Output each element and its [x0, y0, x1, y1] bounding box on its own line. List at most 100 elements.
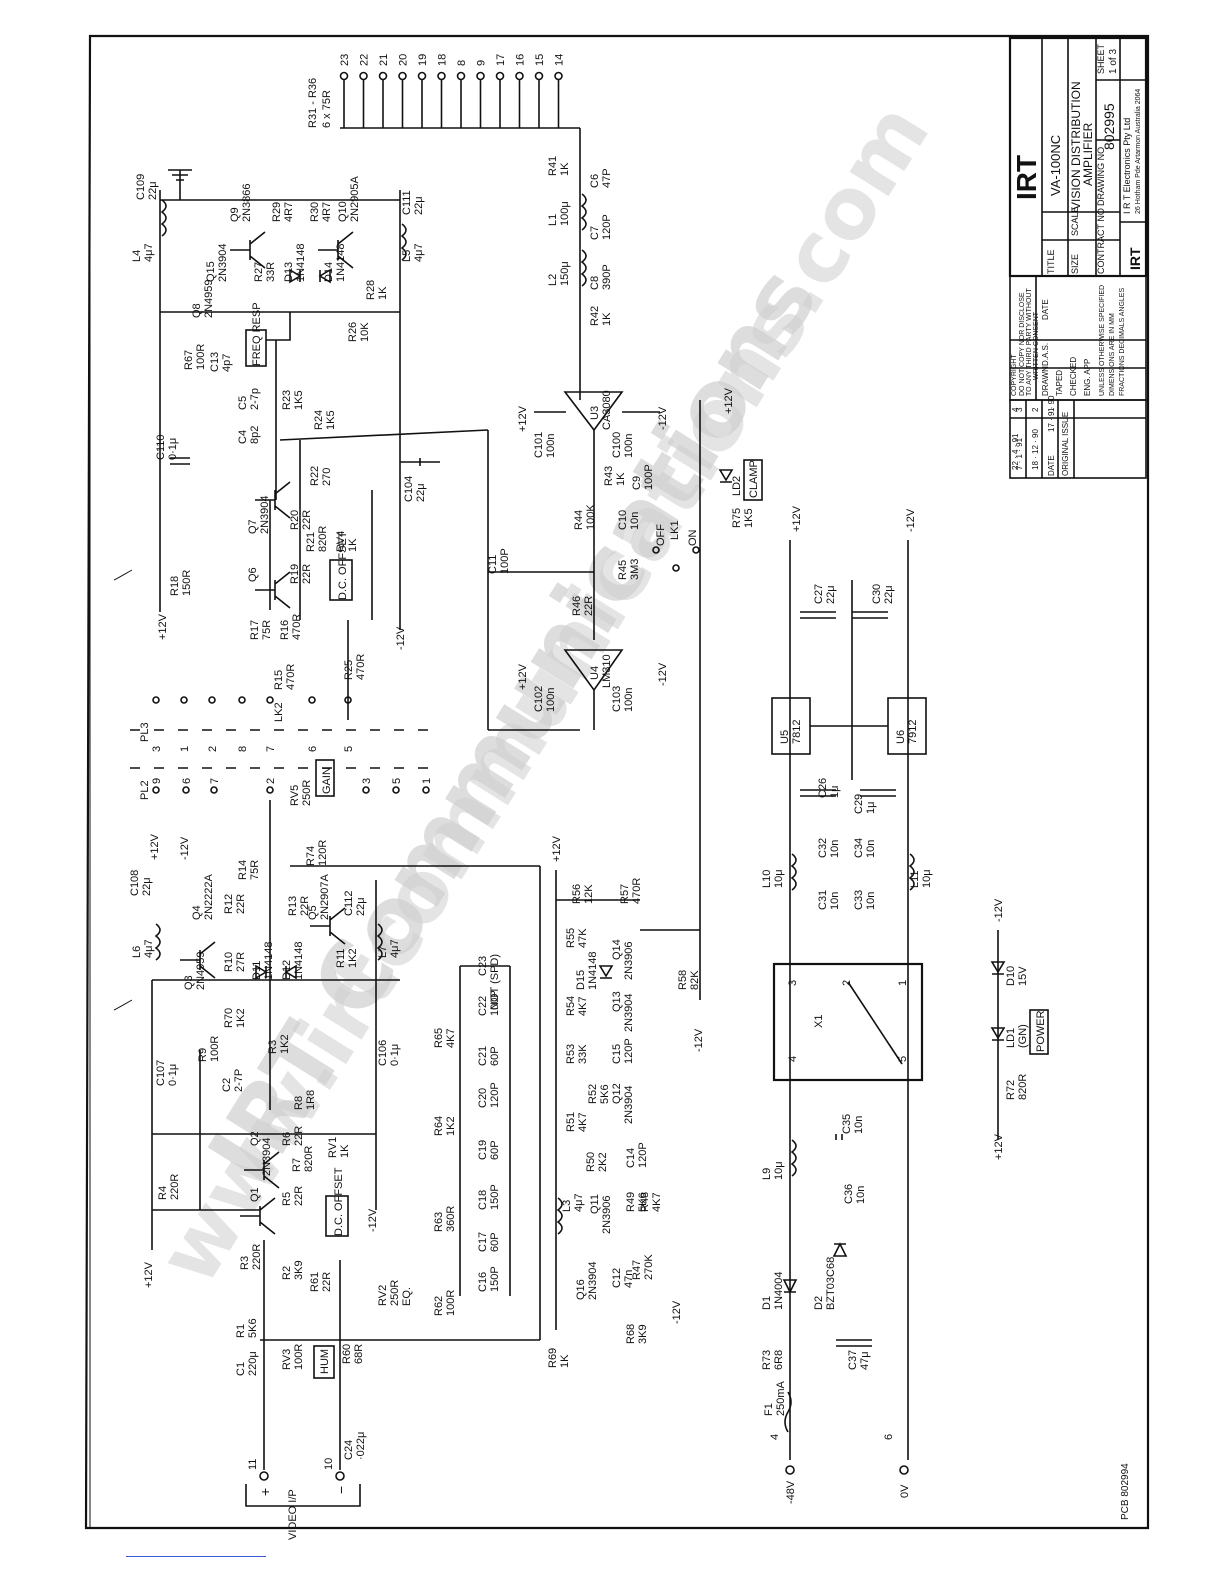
x1-pin3: 3 — [787, 980, 799, 986]
r72-value: 820R — [1017, 1074, 1029, 1100]
pl2-pin-3: 3 — [361, 778, 373, 784]
r13-value: 22R — [299, 896, 311, 916]
c32-label: C32 — [817, 838, 829, 858]
m12-rail-bottom-mid: -12V — [367, 1208, 379, 1232]
hyperlink-underline[interactable] — [126, 1556, 266, 1557]
c107-value: 0·1μ — [167, 1064, 179, 1086]
output-pin-label: 21 — [378, 54, 390, 66]
r48-value: 4K7 — [651, 1192, 663, 1212]
d12-type: 1N4148 — [293, 941, 305, 980]
c2-value: 2-7P — [233, 1069, 245, 1092]
r6-label: R6 — [281, 1132, 293, 1146]
rv5-label: RV5 — [289, 785, 301, 806]
r63-value: 360R — [445, 1206, 457, 1232]
output-pin-label: 17 — [495, 54, 507, 66]
rv3-value: 100R — [293, 1344, 305, 1370]
d10-label: D10 — [1005, 966, 1017, 986]
r49-value: 5K6 — [637, 1192, 649, 1212]
output-pin-label: 22 — [359, 54, 371, 66]
r58-label: R58 — [677, 970, 689, 990]
q2-label: Q2 — [249, 1131, 261, 1146]
pl3-pin-2: 2 — [207, 746, 219, 752]
q13-label: Q13 — [611, 991, 623, 1012]
u6-label: U6 — [895, 730, 907, 744]
psu-pin-6: 6 — [883, 1434, 895, 1440]
output-terminal — [378, 71, 388, 81]
pl2-pin-terminal — [152, 786, 160, 794]
q9-type: 2N3866 — [241, 183, 253, 222]
r43-value: 1K — [615, 472, 627, 486]
c16-value: 150P — [489, 1266, 501, 1292]
d11-label: D11 — [251, 961, 263, 980]
c36-value: 10n — [855, 1186, 867, 1204]
title-block: IRT TITLE VA-100NC VISION DISTRIBUTION A… — [1008, 36, 1148, 479]
q16-type: 2N3904 — [587, 1261, 599, 1300]
f1-label: F1 — [763, 1403, 775, 1416]
r26-value: 10K — [359, 322, 371, 342]
rv4-label: RV4 — [335, 531, 347, 552]
lk1-off-label: OFF — [655, 524, 667, 546]
m12-rail-u3: -12V — [657, 406, 669, 430]
c15-value: 120P — [623, 1038, 635, 1064]
c108-label: C108 — [129, 870, 141, 896]
output-connector-23: 23 — [339, 54, 351, 128]
r17-value: 75R — [261, 620, 273, 640]
u6-type: 7912 — [907, 720, 919, 744]
x1-pin1: 1 — [897, 980, 909, 986]
r16-label: R16 — [279, 620, 291, 640]
r23-value: 1K5 — [293, 390, 305, 410]
pl2-pin-6: 6 — [181, 778, 193, 784]
power-supply: +12V -12V C27 22μ C30 22μ U5 7812 U6 791… — [761, 505, 1049, 1504]
taped-label: TAPED — [1055, 370, 1064, 396]
output-resistors-value: 6 x 75R — [321, 90, 333, 128]
footer-logo: IRT — [1127, 247, 1143, 270]
r50-label: R50 — [585, 1152, 597, 1172]
output-terminal — [359, 71, 368, 81]
r53-label: R53 — [565, 1044, 577, 1064]
r69-value: 1K — [559, 1354, 571, 1368]
drawing-no-label: DRAWING NO — [1096, 147, 1106, 206]
pl2-pin-terminal — [210, 786, 218, 794]
r17-label: R17 — [249, 620, 261, 640]
lk2-label: LK2 — [273, 702, 285, 722]
drawn-label: DRAWN — [1041, 366, 1050, 396]
q15-label: Q15 — [205, 261, 217, 282]
c18-value: 150P — [489, 1184, 501, 1210]
r75-value: 1K5 — [743, 508, 755, 528]
r73-label: R73 — [761, 1350, 773, 1370]
r22-label: R22 — [309, 466, 321, 486]
description-line1: VISION DISTRIBUTION — [1069, 81, 1083, 210]
d12-label: D12 — [281, 960, 293, 980]
r55-label: R55 — [565, 928, 577, 948]
c101-label: C101 — [533, 432, 545, 458]
r53-value: 33K — [577, 1044, 589, 1064]
c31-value: 10n — [829, 892, 841, 910]
pl3-pin-terminal — [152, 696, 160, 704]
r24-label: R24 — [313, 410, 325, 430]
ld1-label: LD1 — [1005, 1028, 1017, 1048]
c35-label: C35 — [841, 1114, 853, 1134]
r28-label: R28 — [365, 280, 377, 300]
output-terminal — [534, 71, 544, 81]
lk1-label: LK1 — [669, 520, 681, 540]
c109-value: 22μ — [147, 181, 159, 200]
c7-value: 120P — [601, 214, 613, 240]
rv3-label: RV3 — [281, 1349, 293, 1370]
output-pin-label: 23 — [339, 54, 351, 66]
rev3-text: 7 · 1 · 91 — [1015, 437, 1024, 470]
title-label: TITLE — [1046, 249, 1056, 274]
m12-rail-sync: -12V — [693, 1028, 705, 1052]
c10-label: C10 — [617, 510, 629, 530]
r61-label: R61 — [309, 1272, 321, 1292]
pl3-pin-terminal — [266, 696, 274, 704]
r64-label: R64 — [433, 1116, 445, 1136]
sheet-label: SHEET — [1096, 43, 1106, 74]
c26-label: C26 — [817, 778, 829, 798]
c13-value: 4p7 — [221, 354, 233, 372]
sync-section: +12V R56 12K R57 470R R55 47K Q14 2N3906… — [547, 835, 705, 1368]
rev4-text: 22 · 4 · 91 — [1011, 433, 1020, 470]
r56-label: R56 — [571, 884, 583, 904]
d2-type: BZT03C68 — [825, 1257, 837, 1310]
q10-label: Q10 — [337, 201, 349, 222]
r13-label: R13 — [287, 896, 299, 916]
